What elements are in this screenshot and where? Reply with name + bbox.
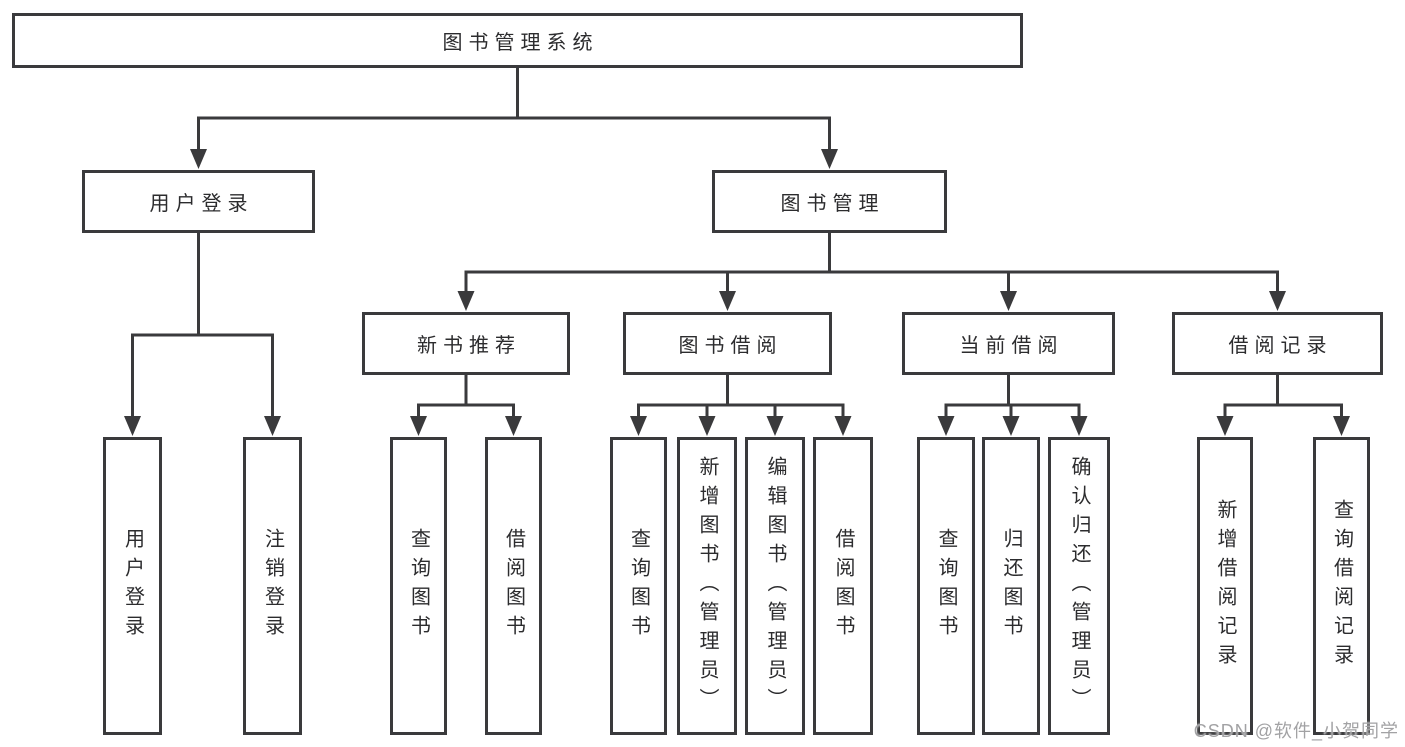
- arrowhead-icon: [1333, 416, 1350, 436]
- node-label-br-add: 新增借阅记录: [1214, 499, 1236, 673]
- node-cb-confirm: 确认归还（管理员）: [1048, 437, 1110, 735]
- node-label-bb-query: 查询图书: [627, 528, 650, 644]
- node-nb-query: 查询图书: [390, 437, 447, 735]
- arrowhead-icon: [937, 416, 955, 436]
- arrowhead-icon: [719, 291, 736, 311]
- node-label-bb-borrow: 借阅图书: [832, 528, 854, 644]
- node-label-cb-confirm: 确认归还（管理员）: [1068, 455, 1090, 717]
- node-bb-edit: 编辑图书（管理员）: [745, 437, 805, 735]
- node-cb-return: 归还图书: [982, 437, 1040, 735]
- arrowhead-icon: [1269, 291, 1286, 311]
- node-label-bb-add: 新增图书（管理员）: [696, 455, 718, 717]
- node-label-logout: 注销登录: [261, 528, 284, 644]
- node-label-nb-borrow: 借阅图书: [502, 528, 525, 644]
- node-login: 用户登录: [82, 170, 315, 233]
- arrowhead-icon: [630, 416, 647, 436]
- node-label-user-login: 用户登录: [121, 528, 144, 644]
- node-label-cb-query: 查询图书: [935, 528, 957, 644]
- arrowhead-icon: [1002, 416, 1020, 436]
- arrowhead-icon: [264, 416, 281, 436]
- arrowhead-icon: [410, 416, 427, 436]
- node-label-bookmgmt: 图书管理: [780, 193, 885, 215]
- node-label-br-query: 查询借阅记录: [1330, 499, 1353, 673]
- node-label-nb-query: 查询图书: [407, 528, 430, 644]
- node-label-cb-return: 归还图书: [1000, 528, 1022, 644]
- arrowhead-icon: [766, 416, 784, 436]
- node-label-newbook: 新书推荐: [417, 335, 521, 357]
- node-root: 图书管理系统: [12, 13, 1023, 68]
- arrowhead-icon: [821, 149, 838, 169]
- node-borrowing: 图书借阅: [623, 312, 832, 375]
- arrowhead-icon: [1216, 416, 1234, 436]
- node-newbook: 新书推荐: [362, 312, 570, 375]
- node-bb-add: 新增图书（管理员）: [677, 437, 737, 735]
- node-bookmgmt: 图书管理: [712, 170, 947, 233]
- node-label-root: 图书管理系统: [442, 32, 599, 54]
- node-user-login: 用户登录: [103, 437, 162, 735]
- arrowhead-icon: [834, 416, 852, 436]
- node-records: 借阅记录: [1172, 312, 1383, 375]
- arrowhead-icon: [457, 291, 475, 311]
- arrowhead-icon: [1070, 416, 1088, 436]
- arrowhead-icon: [505, 416, 522, 436]
- node-cb-query: 查询图书: [917, 437, 975, 735]
- node-label-borrowing: 图书借阅: [678, 335, 783, 357]
- arrowhead-icon: [190, 149, 207, 169]
- node-label-login: 用户登录: [149, 193, 254, 215]
- node-bb-borrow: 借阅图书: [813, 437, 873, 735]
- arrowhead-icon: [1000, 291, 1017, 311]
- node-br-query: 查询借阅记录: [1313, 437, 1370, 735]
- node-bb-query: 查询图书: [610, 437, 667, 735]
- node-logout: 注销登录: [243, 437, 302, 735]
- node-current: 当前借阅: [902, 312, 1115, 375]
- node-label-bb-edit: 编辑图书（管理员）: [764, 455, 786, 717]
- watermark: CSDN @软件_小贺同学: [1193, 721, 1399, 741]
- node-br-add: 新增借阅记录: [1197, 437, 1253, 735]
- arrowhead-icon: [698, 416, 716, 436]
- node-nb-borrow: 借阅图书: [485, 437, 542, 735]
- arrowhead-icon: [124, 416, 141, 436]
- node-label-records: 借阅记录: [1228, 335, 1333, 357]
- node-label-current: 当前借阅: [959, 335, 1064, 357]
